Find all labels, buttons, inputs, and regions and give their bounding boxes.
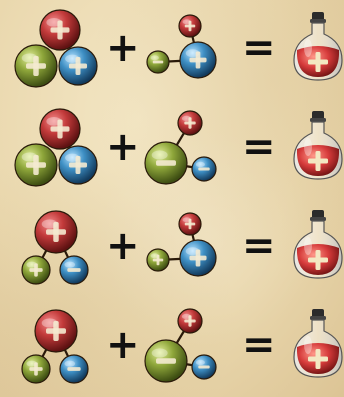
right-green-minus-sphere-icon	[144, 339, 188, 383]
equation-row: +=	[0, 198, 344, 297]
red-potion-flask-icon	[293, 111, 343, 180]
left-blue-minus-sphere-icon	[59, 354, 89, 384]
equals-operator: =	[242, 322, 276, 368]
left-blue-plus-sphere-icon	[58, 145, 98, 185]
left-red-plus-sphere-icon	[39, 9, 81, 51]
left-green-plus-sphere-icon	[21, 354, 51, 384]
right-blue-minus-sphere-icon	[191, 354, 217, 380]
left-red-plus-sphere-icon	[39, 108, 81, 150]
plus-operator: +	[106, 124, 140, 170]
right-green-plus-sphere-icon	[146, 248, 170, 272]
right-red-plus-sphere-icon	[177, 308, 203, 334]
equation-row: +=	[0, 99, 344, 198]
right-red-plus-sphere-icon	[177, 110, 203, 136]
equals-operator: =	[242, 223, 276, 269]
left-green-plus-sphere-icon	[21, 255, 51, 285]
equals-operator: =	[242, 25, 276, 71]
right-blue-plus-sphere-icon	[179, 239, 217, 277]
equation-graphic	[21, 210, 343, 285]
plus-operator: +	[106, 322, 140, 368]
equation-graphic	[21, 308, 343, 384]
equation-row: +=	[0, 297, 344, 396]
right-blue-minus-sphere-icon	[191, 156, 217, 182]
equation-graphic	[14, 108, 343, 187]
right-green-minus-sphere-icon	[146, 50, 170, 74]
equals-operator: =	[242, 124, 276, 170]
red-potion-flask-icon	[293, 12, 343, 81]
equation-row: +=	[0, 0, 344, 99]
right-red-plus-sphere-icon	[178, 212, 202, 236]
left-green-plus-sphere-icon	[14, 44, 58, 88]
red-potion-flask-icon	[293, 309, 343, 378]
right-red-plus-sphere-icon	[178, 14, 202, 38]
red-potion-flask-icon	[293, 210, 343, 279]
right-blue-plus-sphere-icon	[179, 41, 217, 79]
plus-operator: +	[106, 223, 140, 269]
left-green-plus-sphere-icon	[14, 143, 58, 187]
left-blue-minus-sphere-icon	[59, 255, 89, 285]
left-red-plus-sphere-icon	[34, 309, 78, 353]
left-red-plus-sphere-icon	[34, 210, 78, 254]
equation-graphic	[14, 9, 343, 88]
left-blue-plus-sphere-icon	[58, 46, 98, 86]
right-green-minus-sphere-icon	[144, 141, 188, 185]
plus-operator: +	[106, 25, 140, 71]
